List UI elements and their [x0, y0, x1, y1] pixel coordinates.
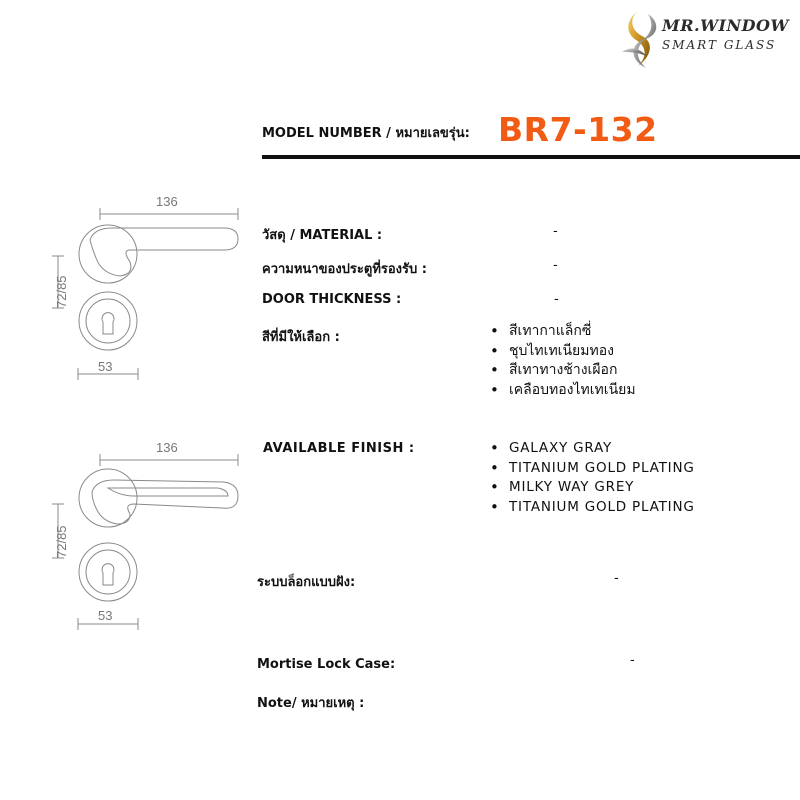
width-dimension: 136	[156, 194, 178, 209]
list-item: ชุบไทเทเนียมทอง	[489, 342, 636, 362]
door-thickness-value: -	[554, 292, 559, 307]
door-thickness-label: DOOR THICKNESS :	[262, 292, 402, 307]
brand-name: MR.WINDOW	[662, 16, 789, 35]
list-item: TITANIUM GOLD PLATING	[489, 459, 695, 479]
door-thickness-th-label: ความหนาของประตูที่รองรับ :	[262, 262, 427, 277]
finish-label: AVAILABLE FINISH :	[263, 441, 415, 456]
rose-dimension: 53	[98, 359, 112, 374]
mortise-en-label: Mortise Lock Case:	[257, 657, 396, 672]
colors-list: สีเทากาแล็กซี่ ชุบไทเทเนียมทอง สีเทาทางช…	[489, 322, 636, 400]
height-dimension: 72/85	[54, 275, 69, 308]
list-item: GALAXY GRAY	[489, 439, 695, 459]
colors-label: สีที่มีให้เลือก :	[262, 330, 340, 345]
model-number-label: MODEL NUMBER / หมายเลขรุ่น:	[262, 126, 470, 141]
material-value: -	[553, 224, 558, 239]
finish-list: GALAXY GRAY TITANIUM GOLD PLATING MILKY …	[489, 439, 695, 517]
brand-logo	[612, 6, 800, 72]
list-item: สีเทากาแล็กซี่	[489, 322, 636, 342]
list-item: TITANIUM GOLD PLATING	[489, 498, 695, 518]
note-label: Note/ หมายเหตุ :	[257, 696, 365, 711]
mortise-th-value: -	[614, 571, 619, 586]
rose-dimension: 53	[98, 608, 112, 623]
width-dimension: 136	[156, 440, 178, 455]
model-number: BR7-132	[498, 110, 658, 149]
header-divider	[262, 155, 800, 159]
mortise-en-value: -	[630, 653, 635, 668]
handle-drawing-1: 136 72/85 53	[52, 194, 239, 380]
list-item: MILKY WAY GREY	[489, 478, 695, 498]
material-label: วัสดุ / MATERIAL :	[262, 228, 383, 243]
height-dimension: 72/85	[54, 525, 69, 558]
list-item: เคลือบทองไทเทเนียม	[489, 381, 636, 401]
list-item: สีเทาทางช้างเผือก	[489, 361, 636, 381]
door-thickness-th-value: -	[553, 258, 558, 273]
brand-tagline: SMART GLASS	[662, 38, 777, 52]
brand-swirl-icon	[622, 8, 657, 68]
mortise-th-label: ระบบล็อกแบบฝัง:	[257, 575, 356, 590]
handle-drawing-2: 136 72/85 53	[52, 440, 239, 630]
